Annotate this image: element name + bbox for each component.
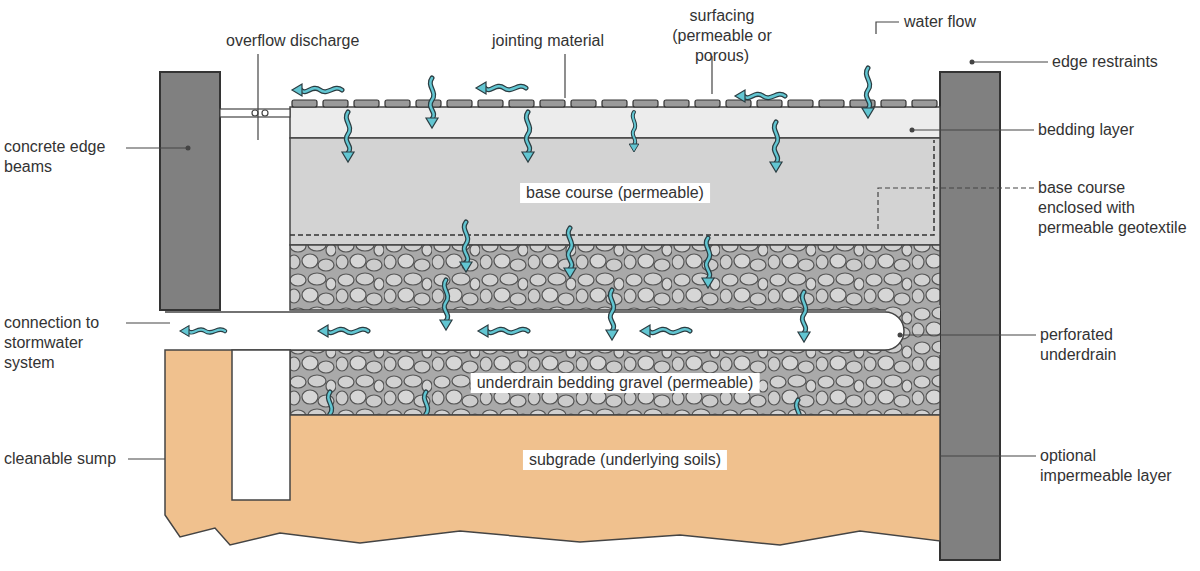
bedding-layer [290,107,940,138]
leader-line [126,147,188,148]
paver [881,100,906,107]
water-arrow [180,326,225,337]
paver [385,100,410,107]
water-arrow [702,238,714,288]
paver [788,100,813,107]
water-arrow [342,112,354,162]
leader-dots [186,60,975,459]
paver [602,100,627,107]
leader-dot [186,146,191,151]
water-arrow [770,122,782,172]
callout-label: perforated underdrain [1040,325,1170,365]
leader-dot [898,333,903,338]
paver [354,100,379,107]
leader-dot [970,60,975,65]
perforated-underdrain [165,312,904,350]
base-course [290,138,940,245]
callout-label: overflow discharge [226,31,359,51]
edge-restraint [940,72,1000,560]
callout-label: connection to stormwater system [4,313,124,373]
callout-label: base course enclosed with permeable geot… [1038,178,1188,238]
concrete-edge-beam [160,72,220,310]
paver [757,100,782,107]
paver [726,100,751,107]
paver [292,100,317,107]
paver [695,100,720,107]
layer-band: base course (permeable) [290,138,940,245]
surfacing-pavers [292,100,937,107]
callout-label: cleanable sump [4,449,116,469]
layer-label: base course (permeable) [520,183,710,203]
upper-gravel [290,245,940,310]
subgrade-soil [165,350,940,545]
overflow-pipe [220,109,290,117]
geotextile [290,140,934,235]
water-arrow [292,84,342,96]
water-arrow [476,82,526,94]
subgrade-region: subgrade (underlying soils) [160,345,950,560]
callout-label: bedding layer [1038,120,1134,140]
paver [571,100,596,107]
callout-label: surfacing (permeable or porous) [668,6,776,66]
paver [478,100,503,107]
leader-line [912,129,1034,130]
callout-label: optional impermeable layer [1040,446,1190,486]
layer-band: underdrain bedding gravel (permeable) [290,350,940,415]
leader-line [972,61,1048,62]
paver [447,100,472,107]
water-arrow [735,90,785,102]
water-arrow [426,78,438,128]
paver [509,100,534,107]
callout-label: water flow [904,12,976,32]
paver [819,100,844,107]
underdrain-gravel [290,350,940,415]
leader-line [564,54,565,98]
paver [912,100,937,107]
overflow-drop [252,110,258,116]
underdrain-outline [165,312,904,350]
layer-label: subgrade (underlying soils) [523,450,727,470]
layer-label: underdrain bedding gravel (permeable) [471,373,760,393]
cleanable-sump [232,350,290,500]
water-arrow [318,325,368,337]
paver [633,100,658,107]
leader-line [257,54,258,140]
leader-line [878,188,1034,232]
water-arrow [798,292,810,342]
water-arrow [522,112,534,162]
callout-label: jointing material [492,31,604,51]
water-arrow [862,68,874,118]
water-arrow [629,112,639,152]
water-arrow [640,325,690,337]
overflow-drop [262,110,268,116]
leader-dot [910,128,915,133]
water-arrow [478,325,528,337]
leader-line [126,322,170,323]
callout-label: edge restraints [1052,52,1158,72]
leader-line [900,334,1036,335]
water-arrow [564,228,576,278]
callout-label: concrete edge beams [4,137,126,177]
paver [323,100,348,107]
leader-line [876,22,899,34]
water-arrow [440,280,452,330]
paver [664,100,689,107]
paver [540,100,565,107]
water-arrow [460,222,472,272]
water-arrow [606,290,618,340]
